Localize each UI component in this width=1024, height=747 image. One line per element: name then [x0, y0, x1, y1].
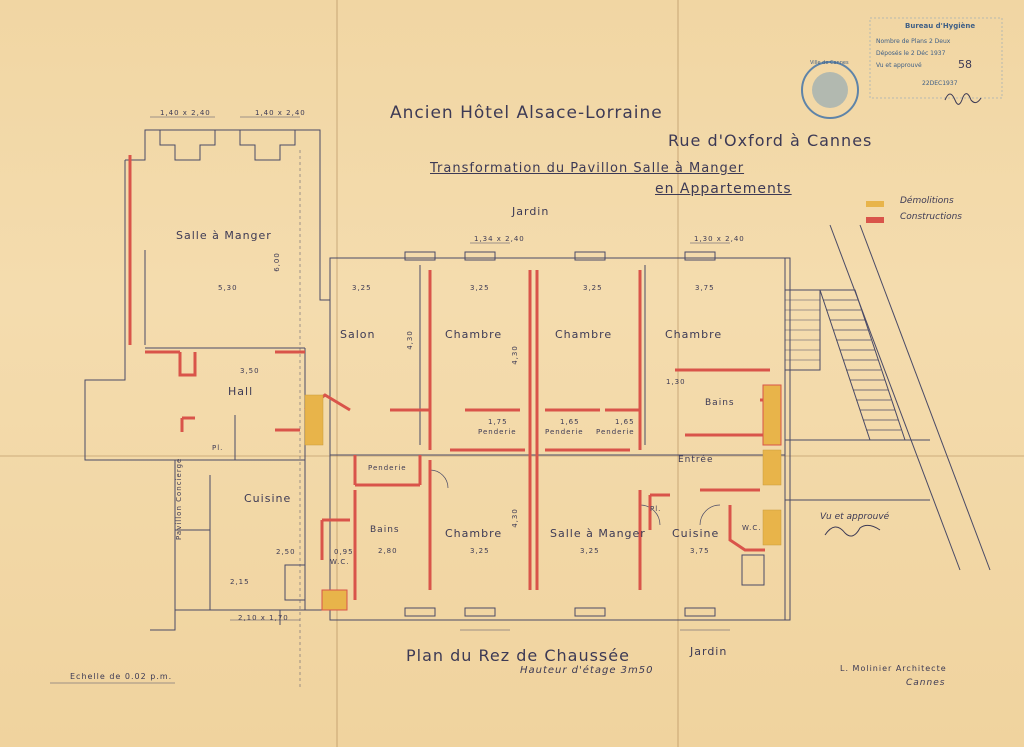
approval-note: Vu et approuvé [820, 512, 890, 522]
title-line-2: Rue d'Oxford à Cannes [668, 131, 873, 150]
dim-label: 1,40 x 2,40 [255, 109, 306, 117]
stamp-date: 22DEC1937 [922, 80, 958, 87]
window [404, 251, 436, 261]
room-hall: Hall [228, 385, 254, 398]
signature [824, 524, 881, 537]
room-salle-a-manger: Salle à Manger [176, 229, 272, 242]
dim-label: 1,30 x 2,40 [694, 235, 745, 243]
dim-label: 3,25 [580, 547, 600, 555]
bay [159, 130, 216, 161]
demolition-areas [304, 384, 782, 611]
dim-label: 5,30 [218, 284, 238, 292]
architect-label: L. Molinier Architecte [840, 664, 947, 673]
window [684, 251, 716, 261]
outer-wall [84, 160, 176, 610]
window [404, 607, 436, 617]
room-salle-a-manger-2: Salle à Manger [550, 527, 646, 540]
room-chambre-3: Chambre [665, 328, 723, 341]
dim-label: 1,34 x 2,40 [474, 235, 525, 243]
legend-construction-label: Constructions [900, 212, 962, 222]
window [464, 607, 496, 617]
window [574, 607, 606, 617]
dim-label: 2,80 [378, 547, 398, 555]
window [684, 607, 716, 617]
room-cuisine-right: Cuisine [672, 527, 720, 540]
street-line [829, 224, 961, 571]
room-penderie-4: Penderie [596, 428, 635, 436]
dim-label: 0,95 [334, 548, 354, 556]
paper-fold [0, 455, 1024, 457]
plan-title: Plan du Rez de Chaussée [406, 646, 630, 665]
room-wc-1: W.C. [330, 558, 350, 566]
dim-label: 1,65 [615, 418, 635, 426]
room-penderie-3: Penderie [545, 428, 584, 436]
dim-label: 3,50 [240, 367, 260, 375]
stove [741, 554, 765, 586]
stamp-approved: Vu et approuvé [876, 62, 922, 69]
title-line-4: en Appartements [655, 181, 792, 197]
dim-label: 1,30 [666, 378, 686, 386]
bay [239, 130, 296, 161]
room-bains-left: Bains [370, 525, 400, 535]
dim-label: 2,10 x 1,70 [238, 614, 289, 622]
room-cuisine-left: Cuisine [244, 492, 292, 505]
room-pl-2: Pl. [650, 505, 662, 513]
room-penderie-2: Penderie [478, 428, 517, 436]
city-label: Cannes [906, 678, 946, 688]
jardin-label-bottom: Jardin [690, 645, 728, 658]
title-line-1: Ancien Hôtel Alsace-Lorraine [390, 103, 663, 123]
scale-label: Echelle de 0.02 p.m. [70, 672, 173, 681]
room-salon: Salon [340, 328, 376, 341]
stamp-number: 58 [958, 58, 972, 71]
stamp-office: Bureau d'Hygiène [905, 22, 976, 30]
dim-label: 1,40 x 2,40 [160, 109, 211, 117]
title-line-3: Transformation du Pavillon Salle à Mange… [430, 161, 745, 176]
legend-demolition-swatch [866, 201, 884, 207]
room-bains-right: Bains [705, 398, 735, 408]
plan-subtitle: Hauteur d'étage 3m50 [520, 665, 654, 676]
dim-label: 3,25 [352, 284, 372, 292]
street-line [859, 224, 991, 571]
dim-label: 3,75 [695, 284, 715, 292]
room-loge: Pavillon Concierge [175, 457, 183, 540]
dim-label: 2,15 [230, 578, 250, 586]
legend-construction-swatch [866, 217, 884, 223]
dim-label: 3,75 [690, 547, 710, 555]
stamp-round-text: Ville de Cannes [810, 60, 849, 66]
dim-label: 2,50 [276, 548, 296, 556]
room-chambre-4: Chambre [445, 527, 503, 540]
legend-demolition-label: Démolitions [900, 196, 954, 206]
dim-label: 3,25 [583, 284, 603, 292]
paper-fold [336, 0, 338, 747]
dim-label: 1,65 [560, 418, 580, 426]
dim-label: 3,25 [470, 547, 490, 555]
room-wc-2: W.C. [742, 524, 762, 532]
stamp-deposit: Déposés le 2 Déc 1937 [876, 50, 946, 57]
paper-fold [677, 0, 679, 747]
round-stamp [801, 61, 859, 119]
jardin-label-top: Jardin [512, 205, 550, 218]
dim-label: 6,00 [272, 252, 281, 272]
stamp-plans: Nombre de Plans 2 Deux [876, 38, 951, 45]
dim-label: 4,30 [510, 345, 519, 365]
dim-label: 4,30 [510, 508, 519, 528]
room-pl: Pl. [212, 444, 224, 452]
dim-label: 3,25 [470, 284, 490, 292]
room-penderie: Penderie [368, 464, 407, 472]
room-chambre-2: Chambre [555, 328, 613, 341]
dim-label: 1,75 [488, 418, 508, 426]
stove [284, 564, 306, 601]
construction-walls [128, 155, 775, 600]
room-chambre-1: Chambre [445, 328, 503, 341]
window [574, 251, 606, 261]
window [464, 251, 496, 261]
signature [944, 93, 982, 105]
dim-label: 4,30 [405, 330, 414, 350]
office-stamp [869, 17, 1003, 99]
room-entree: Entrée [678, 455, 714, 465]
outer-wall [125, 129, 791, 631]
